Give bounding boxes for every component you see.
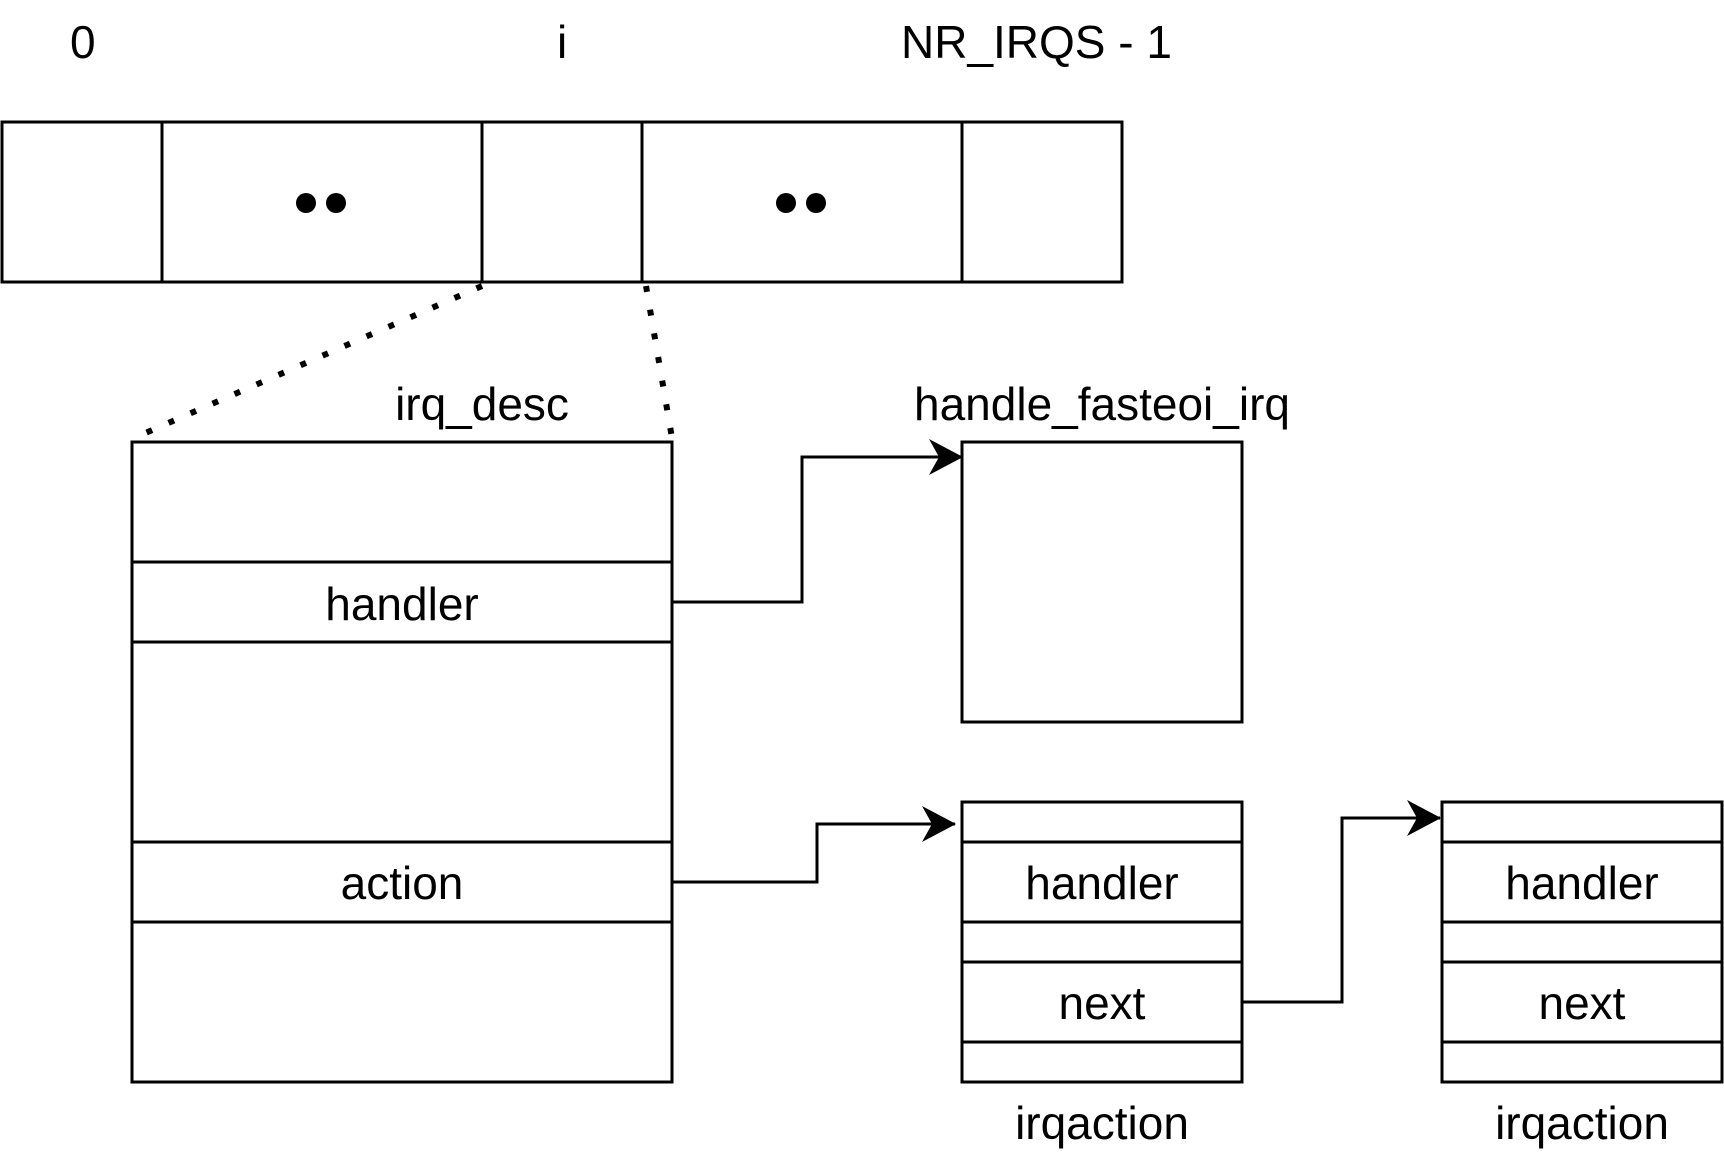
irqaction-2-field-handler bbox=[1440, 840, 1724, 924]
irq-desc-field-top bbox=[130, 440, 674, 564]
ellipsis-left-dots bbox=[296, 193, 346, 213]
array-index-i-label: i bbox=[557, 16, 567, 68]
handle-fasteoi-irq-title: handle_fasteoi_irq bbox=[914, 378, 1290, 430]
ellipsis-right-dots bbox=[776, 193, 826, 213]
irqaction-1-field-gap bbox=[960, 920, 1244, 964]
irq-desc-action-label: action bbox=[341, 857, 464, 909]
array-cell-0 bbox=[0, 120, 164, 284]
array-cell-i bbox=[480, 120, 644, 284]
irq-desc-field-bottom bbox=[130, 920, 674, 1084]
array-index-last-label: NR_IRQS - 1 bbox=[901, 16, 1172, 68]
irqaction-1-field-top bbox=[960, 800, 1244, 844]
array-index-first-label: 0 bbox=[70, 16, 96, 68]
handler-to-fasteoi-arrow bbox=[672, 439, 963, 604]
irqaction-2-field-gap bbox=[1440, 920, 1724, 964]
irqaction-1-caption: irqaction bbox=[1015, 1097, 1189, 1149]
action-to-irqaction-1-arrow bbox=[672, 806, 956, 884]
irq-desc-title: irq_desc bbox=[395, 378, 569, 430]
irqaction-1-next-label: next bbox=[1059, 977, 1146, 1029]
array-cell-ellipsis-right bbox=[640, 120, 964, 284]
irqaction-2-next-label: next bbox=[1539, 977, 1626, 1029]
irqaction-1-struct: handler next bbox=[960, 800, 1244, 1084]
irq-desc-handler-label: handler bbox=[325, 578, 478, 630]
array-cell-last bbox=[960, 120, 1124, 284]
irqaction-1-field-bottom bbox=[960, 1040, 1244, 1084]
next-to-irqaction-2-arrow bbox=[1242, 800, 1441, 1004]
irq-desc-field-action bbox=[130, 840, 674, 924]
irqaction-1-field-handler bbox=[960, 840, 1244, 924]
irq-desc-struct: handler action bbox=[130, 440, 674, 1084]
irqaction-1-field-next bbox=[960, 960, 1244, 1044]
irqaction-2-handler-label: handler bbox=[1505, 857, 1658, 909]
irqaction-2-struct: handler next bbox=[1440, 800, 1724, 1084]
handle-fasteoi-irq-box bbox=[960, 440, 1244, 724]
irqaction-2-field-next bbox=[1440, 960, 1724, 1044]
zoom-line-right bbox=[643, 285, 675, 439]
irqaction-2-field-bottom bbox=[1440, 1040, 1724, 1084]
zoom-line-left bbox=[132, 283, 484, 441]
irq-desc-field-middle bbox=[130, 640, 674, 844]
array-cell-ellipsis-left bbox=[160, 120, 484, 284]
irq-desc-array bbox=[0, 120, 1124, 284]
irqaction-2-field-top bbox=[1440, 800, 1724, 844]
irqaction-1-handler-label: handler bbox=[1025, 857, 1178, 909]
irqaction-2-caption: irqaction bbox=[1495, 1097, 1669, 1149]
